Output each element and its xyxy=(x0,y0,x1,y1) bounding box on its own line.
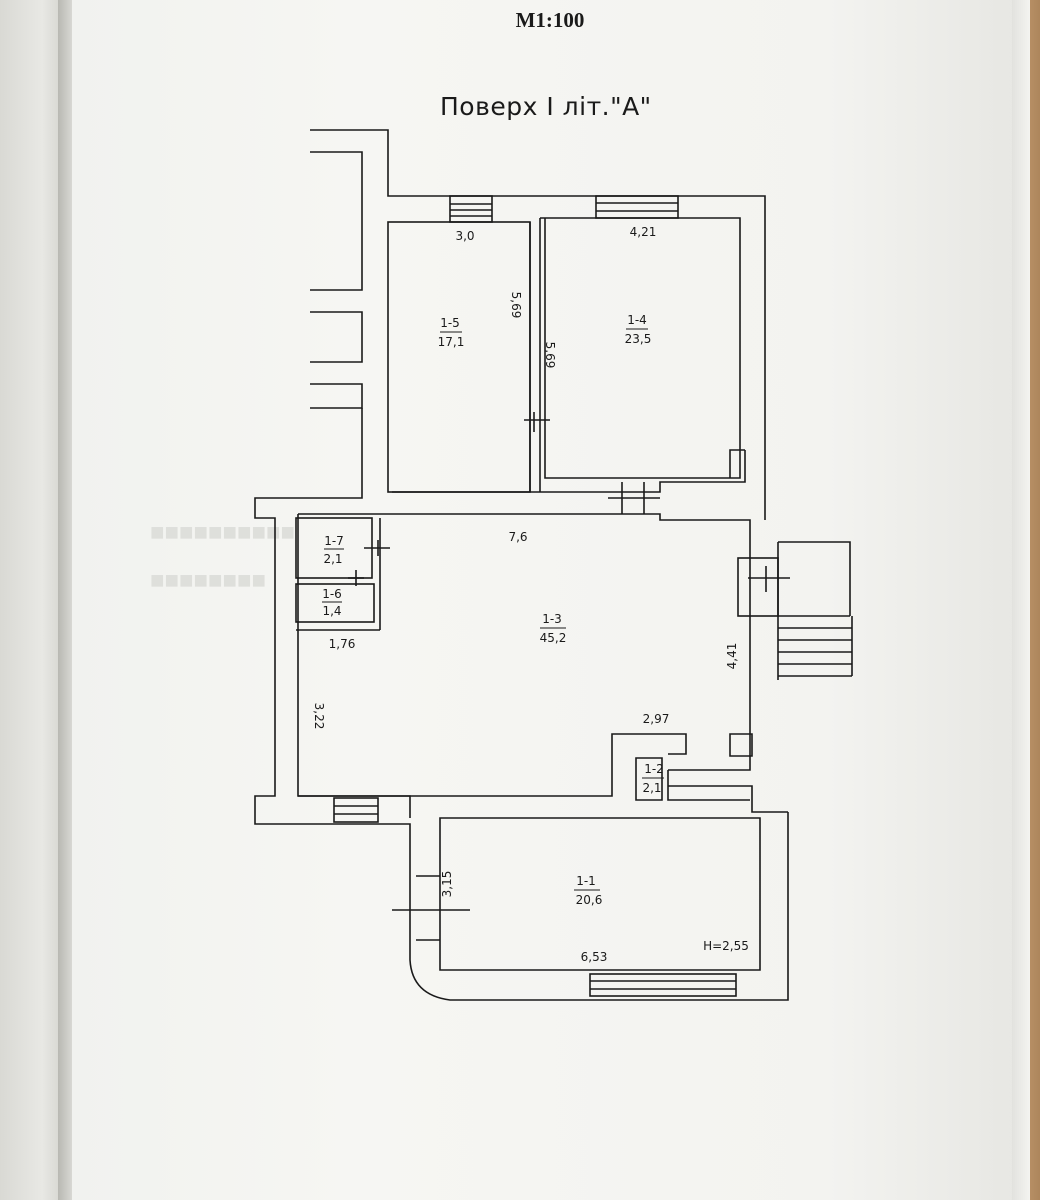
door xyxy=(348,570,364,586)
room-outline-1-6 xyxy=(295,583,375,623)
room-number: 1-7 xyxy=(324,534,344,548)
dimension-label: 1,76 xyxy=(329,637,356,651)
dimension-label: 3,0 xyxy=(455,229,474,243)
dimension-label: 5,69 xyxy=(543,342,557,369)
shaft xyxy=(729,733,753,757)
window xyxy=(589,973,737,997)
scale-label: M1:100 xyxy=(515,8,585,32)
door xyxy=(608,482,660,514)
room-label-1-6: 1-6 1,4 xyxy=(322,587,342,618)
inner-wall xyxy=(392,450,746,493)
entrance-steps xyxy=(778,615,853,677)
room-area: 20,6 xyxy=(576,893,603,907)
outer-wall xyxy=(254,408,789,1001)
outer-wall xyxy=(310,151,363,291)
room-label-1-5: 1-5 17,1 xyxy=(438,316,465,349)
dimension-label: 4,41 xyxy=(725,643,739,670)
room-number: 1-1 xyxy=(576,874,596,888)
window xyxy=(333,797,379,823)
room-outline-1-3 xyxy=(297,514,687,797)
inner-wall xyxy=(668,785,788,813)
window xyxy=(595,195,679,219)
inner-wall xyxy=(667,770,750,801)
room-label-1-3: 1-3 45,2 xyxy=(540,612,567,645)
door xyxy=(364,540,390,556)
dimension-label: 6,53 xyxy=(581,950,608,964)
floor-title: Поверх І літ."А" xyxy=(440,92,652,121)
room-outline-1-7 xyxy=(295,517,373,579)
dimension-label: 5,69 xyxy=(509,292,523,319)
dimension-label: 2,97 xyxy=(643,712,670,726)
outer-wall xyxy=(310,383,363,409)
room-label-1-1: 1-1 20,6 xyxy=(574,874,602,907)
dimension-label: 3,15 xyxy=(440,871,454,898)
room-number: 1-3 xyxy=(542,612,562,626)
inner-wall xyxy=(729,449,745,478)
room-label-1-2: 1-2 2,1 xyxy=(642,762,664,795)
room-number: 1-2 xyxy=(644,762,664,776)
room-outline-1-4 xyxy=(540,217,741,479)
door xyxy=(392,875,470,941)
door xyxy=(524,412,550,432)
dimension-label: 7,6 xyxy=(508,530,527,544)
room-number: 1-5 xyxy=(440,316,460,330)
room-area: 2,1 xyxy=(642,781,661,795)
room-number: 1-6 xyxy=(322,587,342,601)
room-area: 45,2 xyxy=(540,631,567,645)
room-area: 17,1 xyxy=(438,335,465,349)
room-outline-1-1 xyxy=(439,817,761,971)
window xyxy=(449,195,493,223)
room-area: 23,5 xyxy=(625,332,652,346)
room-number: 1-4 xyxy=(627,313,647,327)
room-outline-1-2 xyxy=(635,757,663,801)
room-outline-1-5 xyxy=(387,221,531,493)
paper-edge xyxy=(1012,0,1030,1200)
room-area: 2,1 xyxy=(323,552,342,566)
dimension-label: 4,21 xyxy=(630,225,657,239)
inner-wall xyxy=(298,795,411,818)
outer-wall xyxy=(310,129,766,520)
entrance-porch xyxy=(737,541,851,680)
room-label-1-4: 1-4 23,5 xyxy=(625,313,652,346)
room-area: 1,4 xyxy=(322,604,341,618)
ceiling-height-label: H=2,55 xyxy=(703,939,749,953)
outer-wall xyxy=(310,311,363,363)
dimension-label: 3,22 xyxy=(312,703,326,730)
room-label-1-7: 1-7 2,1 xyxy=(323,534,344,566)
inner-wall xyxy=(298,513,751,771)
